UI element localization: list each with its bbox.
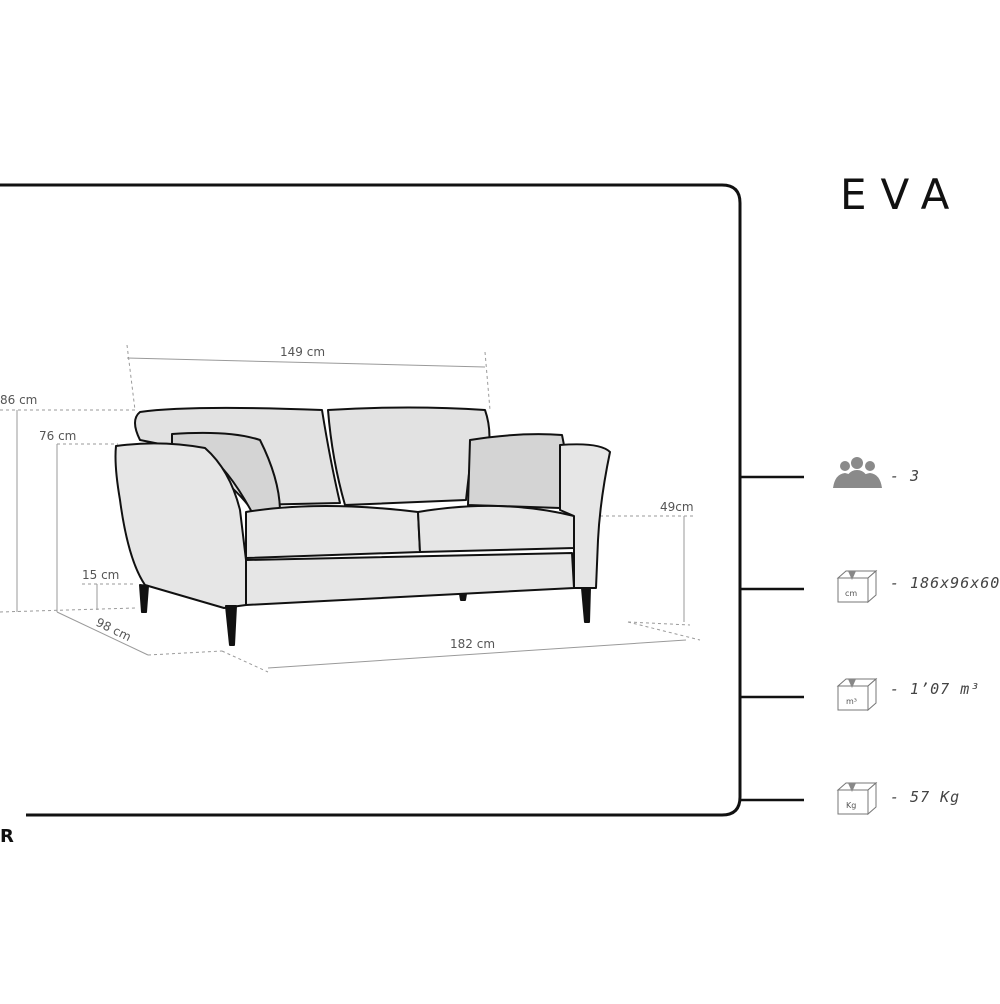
brand-fragment: R: [0, 826, 14, 847]
dimension-lines: [0, 344, 701, 673]
spec-package-size: - 186x96x60: [890, 574, 1000, 592]
box-kg-label: Kg: [846, 801, 856, 810]
box-cm-label: cm: [845, 589, 857, 598]
frame-border: [0, 183, 742, 817]
back-cushion-right: [327, 406, 491, 506]
label-seat-height: 49cm: [660, 500, 694, 514]
label-arm-height: 76 cm: [39, 429, 76, 443]
label-leg-height: 15 cm: [82, 568, 119, 582]
spec-volume: - 1’07 m³: [890, 680, 981, 698]
people-icon: [833, 457, 882, 488]
product-title: EVA: [840, 170, 964, 219]
leg-front-right: [581, 587, 591, 623]
pillow-right: [467, 433, 567, 509]
sofa-illustration: [114, 406, 611, 646]
spec-seats: - 3: [890, 467, 921, 485]
leg-back-left: [139, 584, 149, 613]
seat-cushion-right: [417, 504, 575, 553]
box-cm-icon: cm: [836, 569, 878, 604]
leg-front-left: [225, 605, 237, 646]
spec-weight: - 57 Kg: [890, 788, 961, 806]
box-kg-icon: Kg: [836, 781, 878, 816]
box-m3-label: m³: [846, 697, 857, 706]
label-back-width: 149 cm: [280, 345, 325, 359]
seat-cushion-left: [245, 505, 421, 559]
box-m3-icon: m³: [836, 677, 878, 712]
label-depth: 98 cm: [94, 615, 134, 644]
arm-right: [559, 443, 611, 589]
sofa-base: [245, 552, 575, 606]
spec-connectors: [740, 475, 804, 802]
label-total-height: 86 cm: [0, 393, 37, 407]
leg-mid: [459, 593, 467, 601]
label-total-width: 182 cm: [450, 637, 495, 651]
